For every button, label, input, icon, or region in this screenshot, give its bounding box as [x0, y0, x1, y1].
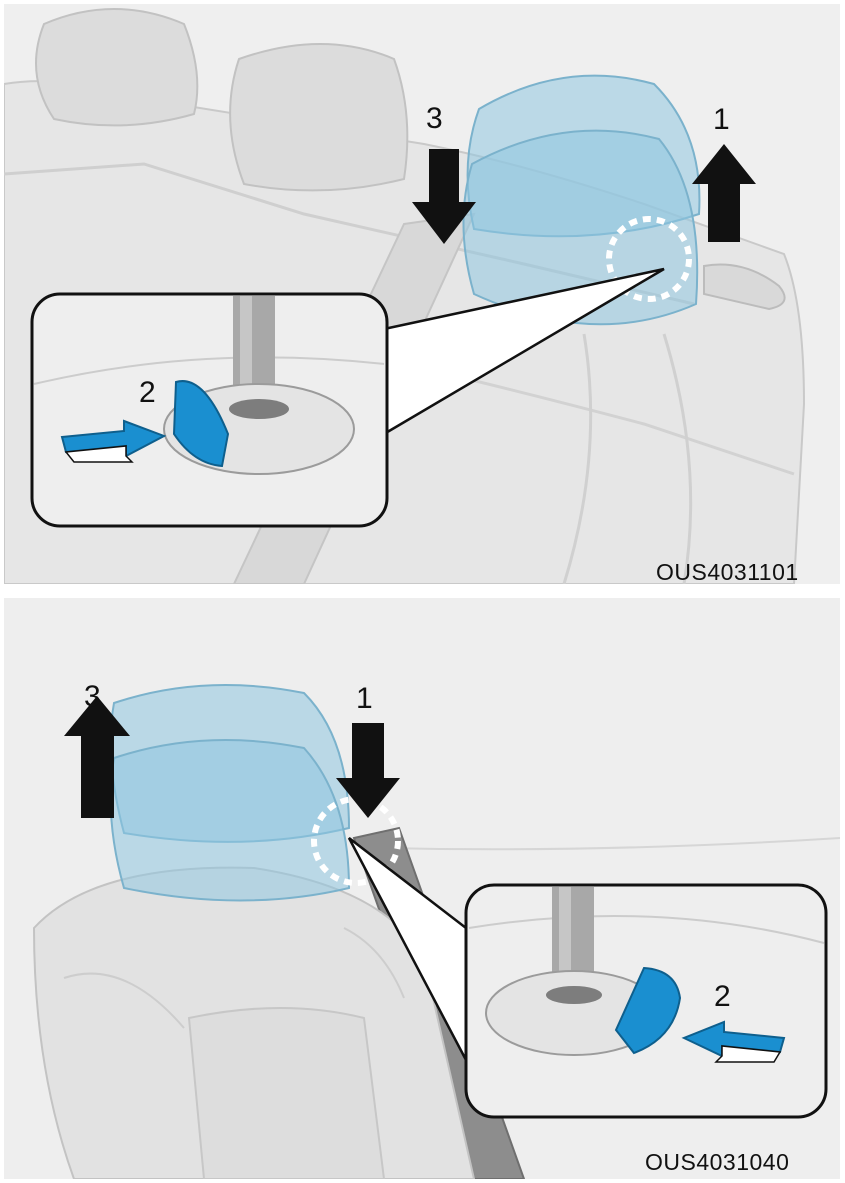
step-2-label: 2: [714, 980, 731, 1013]
rear-seat-illustration: [4, 8, 806, 584]
headrest-lowered: [109, 739, 351, 902]
push-arrow-icon: [681, 1020, 786, 1063]
figure-front-headrest: 3 1 2 OUS4031040: [4, 598, 840, 1179]
inset-detail: [464, 883, 828, 1119]
inset-detail: [30, 292, 389, 528]
step-3-label: 3: [84, 680, 101, 713]
figure-rear-headrest: 3 1 2 OUS4031101: [4, 4, 840, 584]
down-arrow-icon: [412, 149, 476, 244]
center-headrest: [229, 43, 409, 192]
step-1-label: 1: [356, 682, 373, 715]
figure-code: OUS4031040: [645, 1149, 790, 1175]
push-arrow-icon: [60, 419, 167, 463]
figure-code: OUS4031101: [656, 559, 799, 584]
up-arrow-icon: [64, 696, 130, 818]
left-headrest: [35, 8, 199, 127]
dashed-circle-icon: [606, 216, 692, 302]
up-arrow-icon: [692, 144, 756, 242]
release-lever: [614, 966, 682, 1055]
step-1-label: 1: [713, 103, 730, 136]
down-arrow-icon: [336, 723, 400, 818]
step-2-label: 2: [139, 376, 156, 409]
step-3-label: 3: [426, 102, 443, 135]
front-seat-illustration: [4, 598, 840, 1179]
release-lever: [172, 380, 230, 468]
